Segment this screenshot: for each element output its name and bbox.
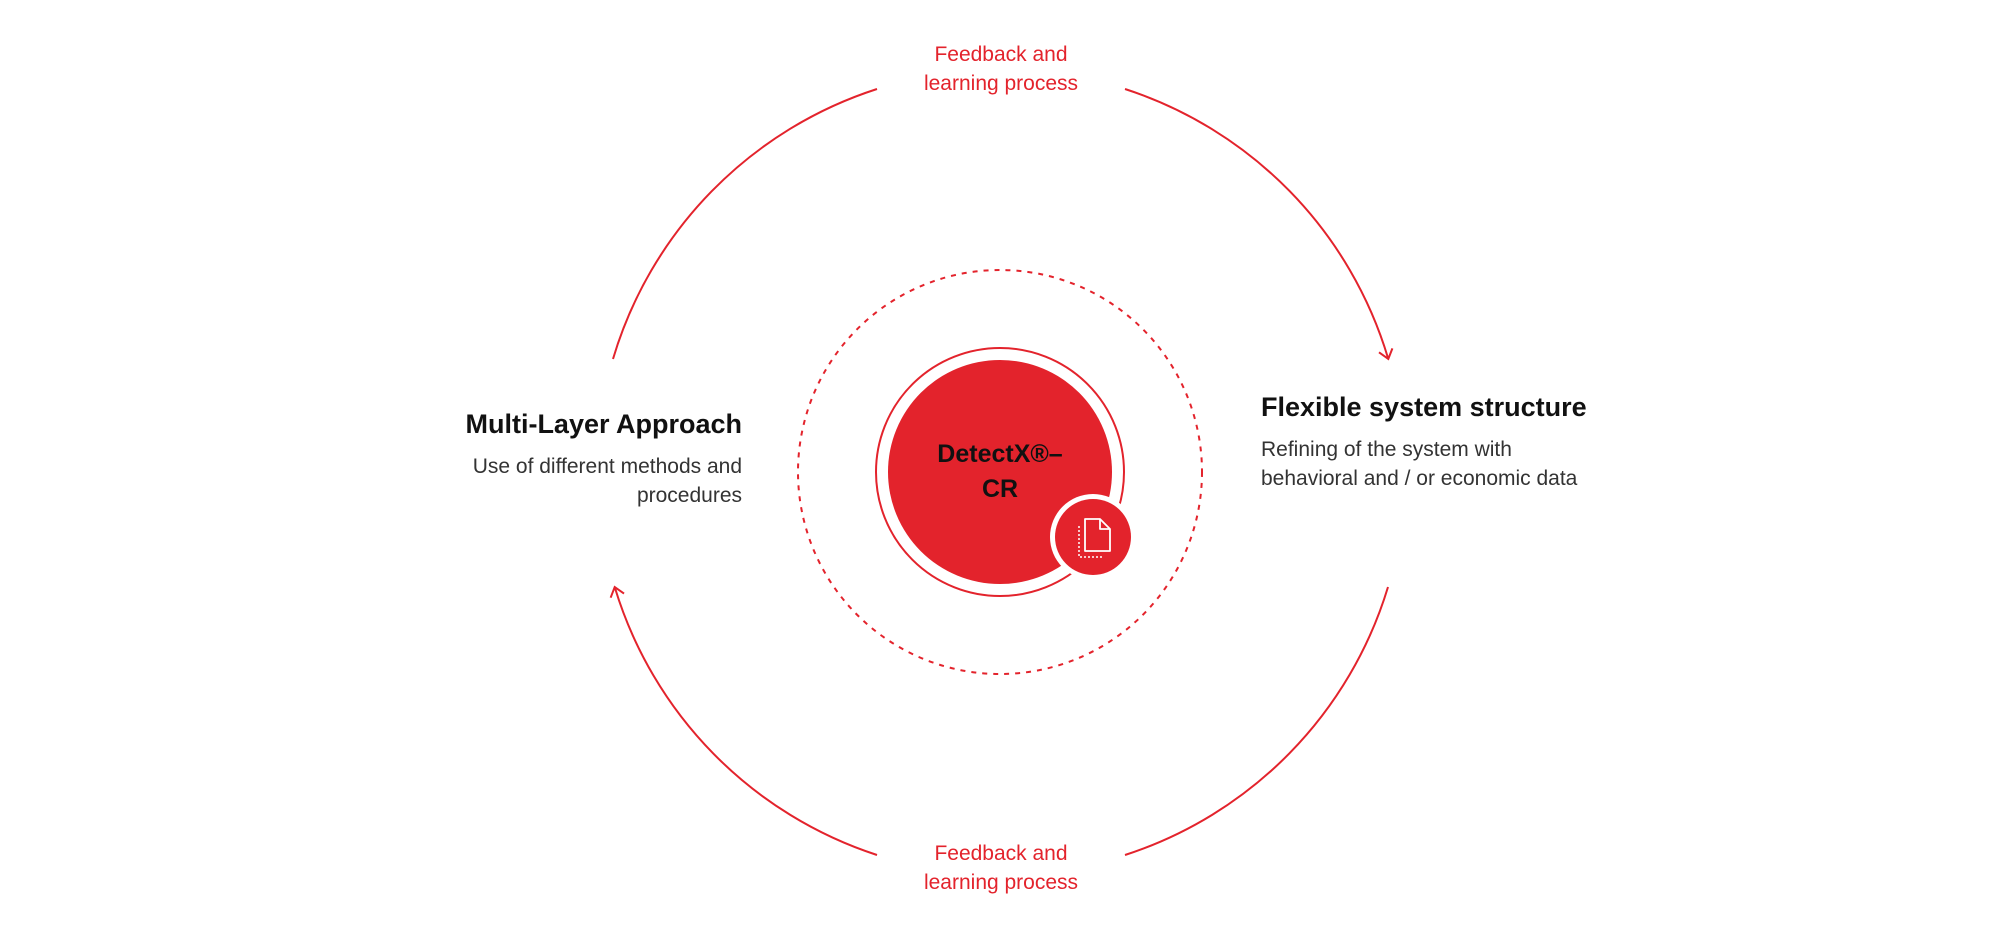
cycle-arc-top-right xyxy=(1124,88,1394,361)
feedback-label-bottom: Feedback and learning process xyxy=(923,842,1079,894)
right-node-title: Flexible system structure xyxy=(1261,392,1587,422)
feedback-label-top: Feedback and learning process xyxy=(923,43,1079,95)
left-node-title: Multi-Layer Approach xyxy=(465,409,742,439)
document-icon xyxy=(1050,494,1136,580)
center-node-label: DetectX®– CR xyxy=(937,440,1063,503)
right-node-description: Refining of the system with behavioral a… xyxy=(1261,438,1578,490)
left-node-description: Use of different methods and procedures xyxy=(472,455,742,507)
cycle-arc-bottom-right xyxy=(1124,586,1389,856)
dotted-ring xyxy=(797,269,1203,675)
right-node: Flexible system structure Refining of th… xyxy=(1261,389,1591,493)
center-node-outline xyxy=(875,347,1125,597)
left-node: Multi-Layer Approach Use of different me… xyxy=(412,406,742,510)
cycle-arc-top-left xyxy=(612,88,878,360)
cycle-arc-bottom-left xyxy=(609,585,878,856)
